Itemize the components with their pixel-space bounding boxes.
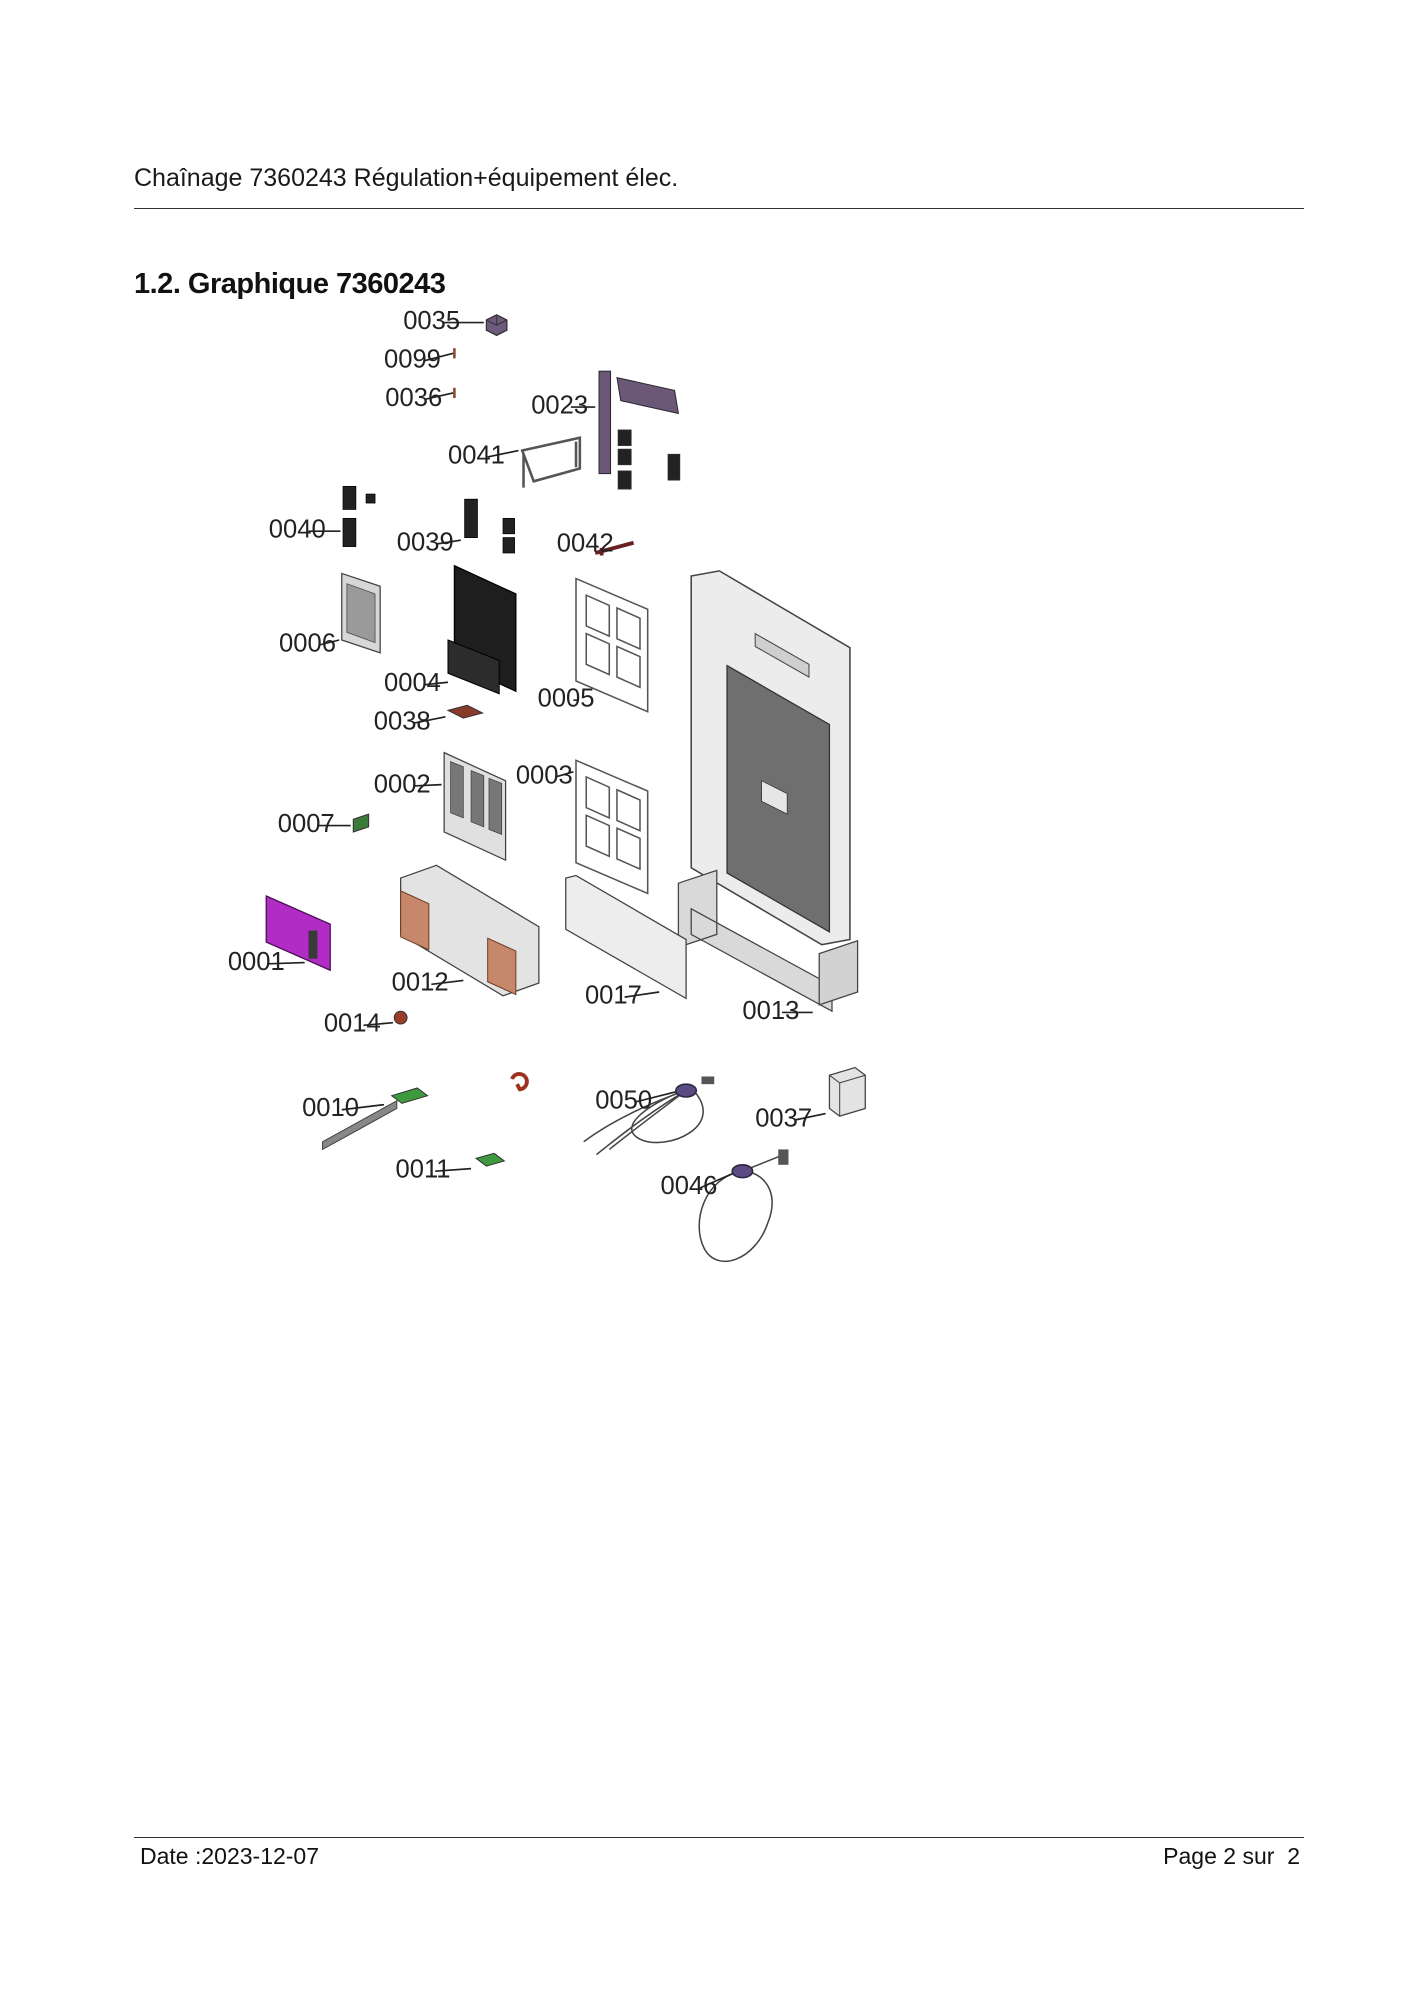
part-number-label: 0007	[278, 810, 335, 838]
leader-line	[423, 352, 454, 362]
part-0011-board	[475, 1152, 506, 1167]
callout-0006: 0006	[279, 630, 340, 658]
part-number-label: 0001	[228, 948, 285, 976]
callout-0017: 0017	[585, 982, 660, 1010]
part-number-label: 0023	[531, 391, 588, 419]
leader-line	[634, 1091, 677, 1103]
part-0046-wire-harness	[698, 1149, 789, 1263]
part-0035-connector-shape	[485, 314, 508, 337]
part-number-label: 0005	[538, 685, 595, 713]
part-0040-connectors	[342, 486, 376, 547]
leader-line	[423, 681, 449, 686]
footer-divider	[134, 1837, 1304, 1838]
leader-line	[341, 1103, 385, 1111]
leader-line	[794, 1112, 826, 1121]
leader-line	[555, 771, 574, 778]
part-number-label: 0014	[324, 1010, 381, 1038]
header-divider	[134, 208, 1304, 209]
callout-0004: 0004	[384, 669, 449, 697]
leader-line	[413, 715, 446, 725]
callout-0005: 0005	[538, 685, 595, 713]
part-0038-connector-block	[446, 704, 484, 719]
callout-0010: 0010	[302, 1094, 385, 1122]
leader-line	[424, 392, 454, 401]
callout-0039: 0039	[397, 528, 461, 556]
leader-line	[594, 544, 598, 549]
part-0002-board-assembly	[443, 751, 507, 862]
part-0005-frame	[575, 577, 649, 713]
callout-0013: 0013	[742, 997, 813, 1025]
part-number-label: 0003	[516, 761, 573, 789]
part-number-label: 0013	[742, 997, 799, 1025]
leader-line	[363, 1021, 394, 1027]
leader-line	[431, 979, 464, 986]
part-0001-display-module	[265, 895, 331, 972]
callout-0042: 0042	[557, 530, 614, 558]
callout-0040: 0040	[269, 516, 341, 544]
callout-0003: 0003	[516, 761, 574, 789]
part-0013-main-panel	[677, 570, 859, 1013]
leader-line	[267, 961, 305, 965]
part-0023-terminal-strips	[598, 370, 681, 490]
callout-0036: 0036	[385, 384, 454, 412]
leader-line	[487, 449, 519, 458]
part-0037-box	[828, 1066, 866, 1117]
part-0010-board-ribbon	[322, 1087, 429, 1151]
part-0014-clip	[393, 1010, 408, 1025]
part-0003-frame	[575, 759, 649, 895]
part-0099-pin-shape	[453, 348, 456, 359]
document-header-title: Chaînage 7360243 Régulation+équipement é…	[134, 164, 679, 192]
part-number-label: 0002	[374, 770, 431, 798]
part-0041-flat-cable	[520, 436, 582, 488]
part-number-label: 0040	[269, 516, 326, 544]
part-0050-wire-harness	[583, 1076, 715, 1156]
footer-date: Date :2023-12-07	[140, 1843, 320, 1869]
footer-page-prefix: Page 2 sur	[1163, 1843, 1275, 1869]
leader-line	[699, 1172, 733, 1189]
callout-0014: 0014	[324, 1010, 394, 1038]
callout-0037: 0037	[755, 1104, 826, 1132]
callout-0001: 0001	[228, 948, 305, 976]
callout-0046: 0046	[660, 1172, 733, 1200]
callout-0050: 0050	[595, 1086, 677, 1114]
part-unlabeled-clip	[510, 1072, 529, 1092]
part-0039-connectors	[464, 498, 515, 554]
footer-page-total: 2	[1287, 1843, 1300, 1869]
callout-0002: 0002	[374, 770, 442, 798]
callout-0041: 0041	[448, 441, 519, 469]
footer-page-number: Page 2 sur 2	[1163, 1843, 1300, 1870]
part-0017-cover	[565, 874, 687, 1000]
leader-line	[624, 991, 660, 998]
leader-line	[318, 639, 340, 646]
callout-0099: 0099	[384, 345, 454, 373]
part-0006-control-board	[341, 572, 381, 654]
part-0012-enclosure	[399, 864, 540, 997]
part-number-label: 0046	[660, 1172, 717, 1200]
callout-0011: 0011	[396, 1156, 472, 1184]
part-0042-cable	[594, 540, 635, 556]
part-number-label: 0011	[396, 1156, 451, 1184]
part-0036-pin-shape	[453, 387, 456, 399]
leader-line	[435, 1167, 472, 1173]
leader-line	[413, 783, 442, 787]
callout-0023: 0023	[531, 391, 596, 419]
callout-0035: 0035	[403, 307, 484, 335]
callout-0012: 0012	[392, 969, 464, 997]
part-number-label: 0035	[403, 307, 460, 335]
callout-0007: 0007	[278, 810, 351, 838]
part-number-label: 0042	[557, 530, 614, 558]
part-0007-small-board	[352, 813, 370, 833]
section-title: 1.2. Graphique 7360243	[134, 268, 446, 300]
leader-line	[436, 539, 461, 545]
part-0004-housing	[447, 564, 517, 695]
callout-0038: 0038	[374, 708, 446, 736]
